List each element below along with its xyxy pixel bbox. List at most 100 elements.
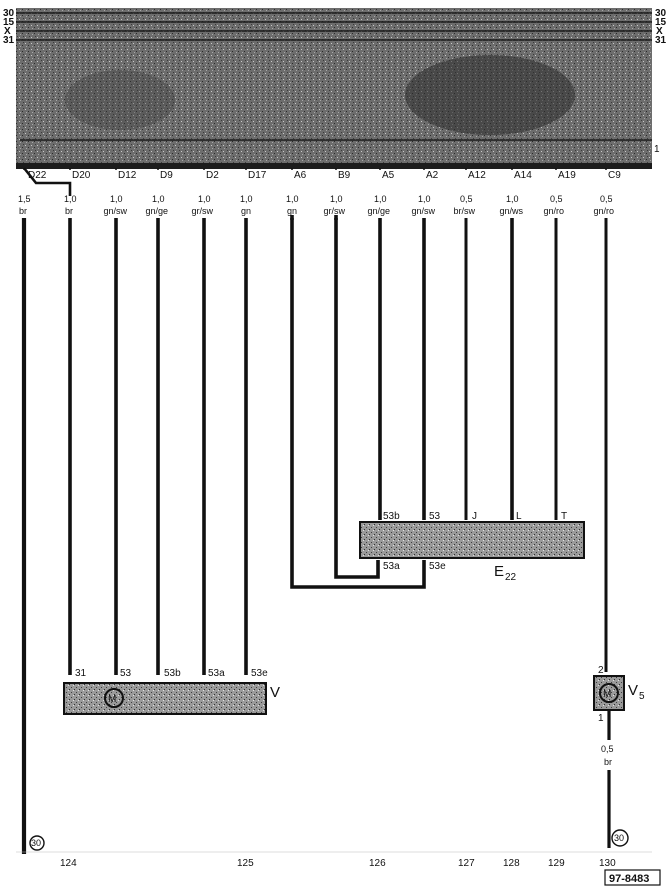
wire-size-d12: 1,0 [110, 194, 123, 204]
connector-strip [16, 163, 652, 169]
ground-point-right [611, 829, 629, 847]
v-pin-31: 31 [75, 668, 87, 679]
connector-labels: D22 1,5 br D20 1,0 br D12 1,0 gn/sw D9 1,0 gn/ge D2 1… [18, 170, 621, 216]
wire-size-d22: 1,5 [18, 194, 31, 204]
motor-v5-symbol: M [603, 689, 611, 700]
wire-color-d2: gr/sw [192, 206, 214, 216]
ground-label-left: 30 [31, 838, 41, 848]
wire-size-d2: 1,0 [198, 194, 211, 204]
wire-size-b9: 1,0 [330, 194, 343, 204]
e22-pin-53a: 53a [383, 561, 400, 572]
v5-wire-color: br [604, 757, 612, 767]
wire-color-a2: gn/sw [412, 206, 436, 216]
wire-a6-loop [290, 215, 426, 589]
wire-size-a2: 1,0 [418, 194, 431, 204]
column-number-128: 128 [503, 858, 520, 869]
connector-pin-d20: D20 [72, 170, 91, 181]
v-pin-53a: 53a [208, 668, 225, 679]
v-pin-53: 53 [120, 668, 132, 679]
connector-pin-d2: D2 [206, 170, 219, 181]
column-number-125: 125 [237, 858, 254, 869]
wire-color-d17: gn [241, 206, 251, 216]
connector-pin-b9: B9 [338, 170, 351, 181]
connector-pin-a19: A19 [558, 170, 576, 181]
wire-color-d22: br [19, 206, 27, 216]
wire-color-c9: gn/ro [594, 206, 615, 216]
wire-size-d17: 1,0 [240, 194, 253, 204]
e22-pin-l: L [516, 511, 522, 522]
panel-shade [65, 70, 175, 130]
e22-pin-j: J [472, 511, 477, 522]
connector-pin-d17: D17 [248, 170, 267, 181]
e22-label-sub: 22 [505, 572, 517, 583]
column-number-127: 127 [458, 858, 475, 869]
column-number-124: 124 [60, 858, 77, 869]
wire-color-a14: gn/ws [500, 206, 524, 216]
wire-b9-loop [334, 215, 380, 579]
motor-v5-icon [599, 683, 619, 703]
connector-pin-d22: D22 [28, 170, 47, 181]
rail-label-x: X [4, 26, 11, 37]
connector-pin-d12: D12 [118, 170, 137, 181]
wire-size-a19: 0,5 [550, 194, 563, 204]
motor-v-icon [104, 688, 124, 708]
wire-color-a12: br/sw [454, 206, 476, 216]
motor-v5-label-sub: 5 [639, 691, 645, 702]
column-number-126: 126 [369, 858, 386, 869]
wire-size-d9: 1,0 [152, 194, 165, 204]
column-number-129: 129 [548, 858, 565, 869]
column-number-130: 130 [599, 858, 616, 869]
e22-label: E [494, 563, 504, 580]
rail-label-30-right: 30 [655, 8, 667, 19]
motor-v5-label: V [628, 682, 638, 699]
v5-pin-1: 1 [598, 713, 604, 724]
doc-id-box [604, 869, 661, 886]
wires [21, 168, 608, 854]
connector-pin-a6: A6 [294, 170, 307, 181]
v5-pin-2: 2 [598, 665, 604, 676]
connector-pin-c9: C9 [608, 170, 621, 181]
ground-point-left [29, 835, 45, 851]
d22-jog [22, 167, 72, 196]
rail-label-30: 30 [3, 8, 15, 19]
wire-color-b9: gr/sw [324, 206, 346, 216]
connector-pin-a12: A12 [468, 170, 486, 181]
connector-pin-d9: D9 [160, 170, 173, 181]
wire-size-d20: 1,0 [64, 194, 77, 204]
wire-size-a14: 1,0 [506, 194, 519, 204]
ground-label-right: 30 [614, 833, 624, 843]
supply-rails [16, 12, 652, 141]
wire-color-d12: gn/sw [104, 206, 128, 216]
doc-id: 97-8483 [609, 873, 649, 885]
wire-color-a6: gn [287, 206, 297, 216]
motor-v-label: V [270, 684, 280, 701]
wire-color-a19: gn/ro [544, 206, 565, 216]
panel-shade [405, 55, 575, 135]
wire-size-a6: 1,0 [286, 194, 299, 204]
rail-label-15: 15 [3, 17, 15, 28]
wire-size-c9: 0,5 [600, 194, 613, 204]
e22-pin-53e: 53e [429, 561, 446, 572]
wire-size-a5: 1,0 [374, 194, 387, 204]
e22-pin-53b: 53b [383, 511, 400, 522]
connector-pin-a14: A14 [514, 170, 532, 181]
wire-color-a5: gn/ge [368, 206, 391, 216]
wire-size-a12: 0,5 [460, 194, 473, 204]
v-pin-53e: 53e [251, 668, 268, 679]
connector-pin-a2: A2 [426, 170, 439, 181]
motor-v-symbol: M [108, 694, 116, 705]
rail-label-15-right: 15 [655, 17, 667, 28]
wiper-motor-v [63, 682, 267, 715]
connector-pin-a5: A5 [382, 170, 395, 181]
e22-switch [359, 521, 585, 559]
rail-label-31-right: 31 [655, 35, 667, 46]
rail-label-x-right: X [656, 26, 663, 37]
wire-color-d9: gn/ge [146, 206, 169, 216]
fuse-box-mark: 1 [654, 144, 660, 155]
wire-color-d20: br [65, 206, 73, 216]
rail-label-31: 31 [3, 35, 15, 46]
v-pin-53b: 53b [164, 668, 181, 679]
v5-wire-size: 0,5 [601, 744, 614, 754]
e22-pin-53: 53 [429, 511, 441, 522]
